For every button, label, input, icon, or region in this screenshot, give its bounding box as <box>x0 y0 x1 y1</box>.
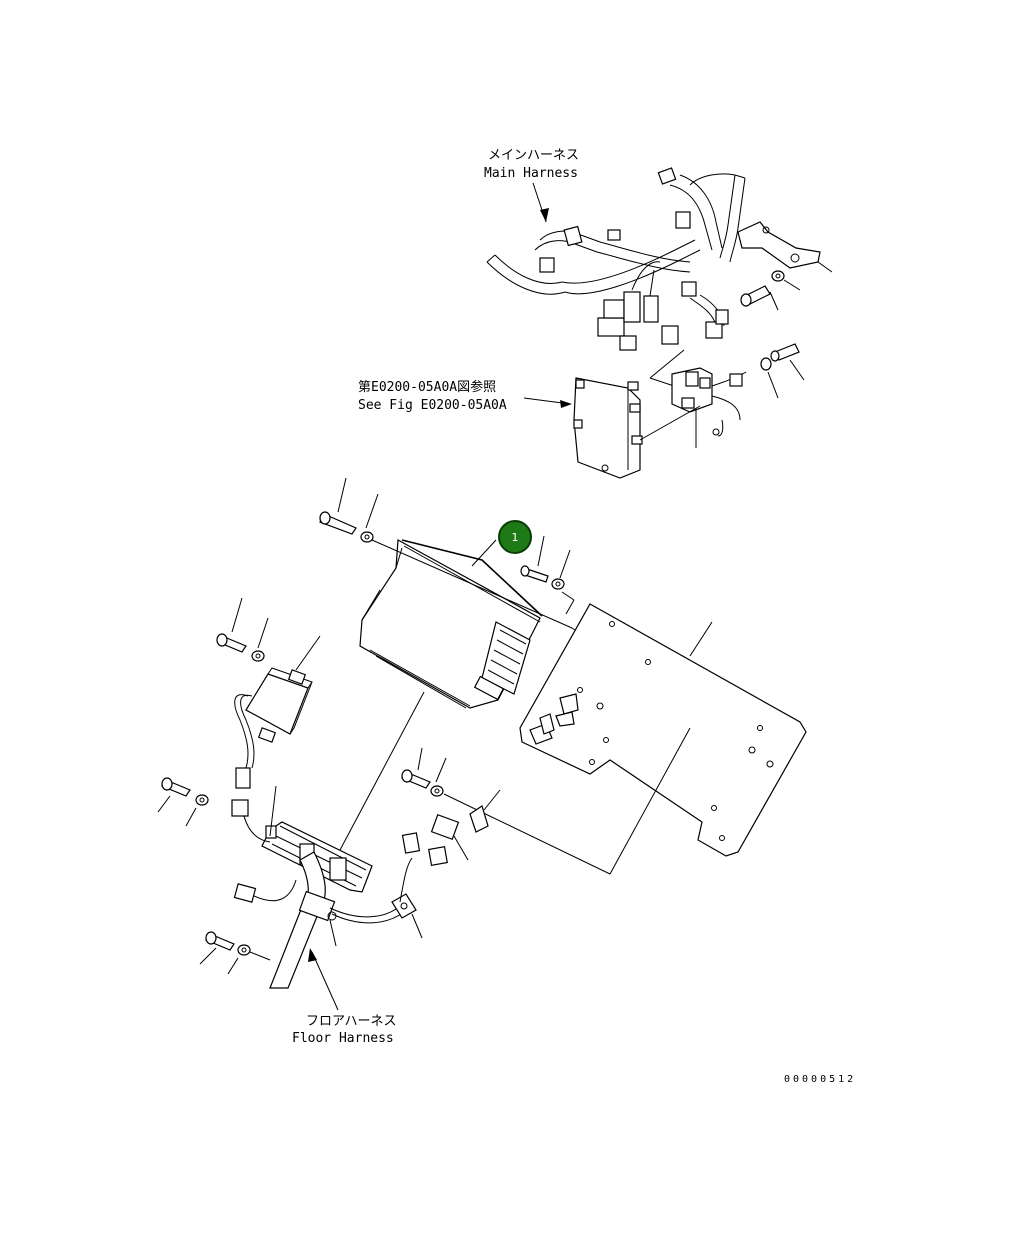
bracket-reference-assembly <box>573 343 805 479</box>
controller-unit <box>359 539 543 709</box>
main-harness-label-jp: メインハーネス <box>488 148 580 163</box>
part-callout-1[interactable]: 1 <box>498 520 532 554</box>
floor-harness-label-en: Floor Harness <box>292 1031 394 1046</box>
main-harness-label-en: Main Harness <box>484 166 578 181</box>
left-components <box>157 597 611 989</box>
floor-harness-label-jp: フロアハーネス <box>306 1014 397 1029</box>
mounting-plate <box>519 603 807 875</box>
main-harness-assembly <box>486 167 833 387</box>
see-fig-label-jp: 第E0200-05A0A図参照 <box>358 380 497 395</box>
figure-number: 00000512 <box>784 1074 857 1085</box>
see-fig-label-en: See Fig E0200-05A0A <box>358 398 507 413</box>
floor-harness-leader <box>311 951 339 1011</box>
